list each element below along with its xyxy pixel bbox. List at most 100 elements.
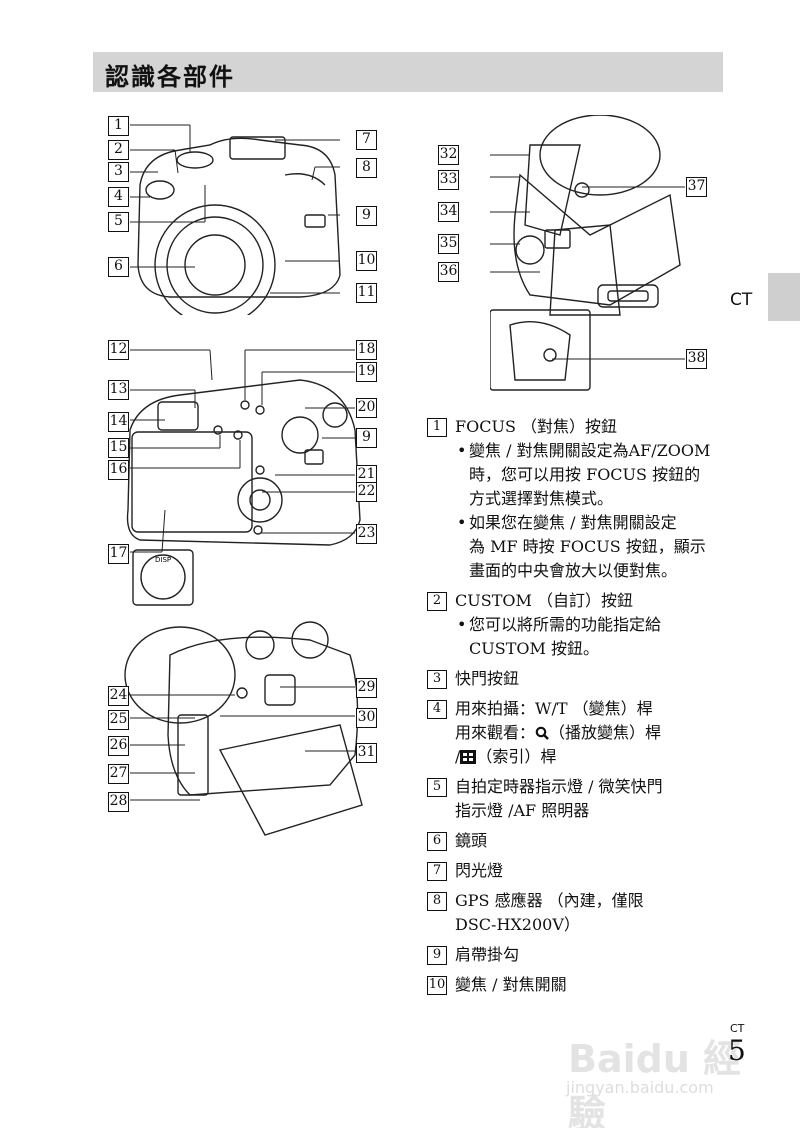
bullet-line: 方式選擇對焦模式。: [469, 489, 614, 508]
callout-3: 3: [108, 162, 129, 182]
bullet: 變焦 / 對焦開關設定為AF/ZOOM 時，您可以用按 FOCUS 按鈕的 方式…: [455, 439, 732, 511]
callout-8: 8: [356, 158, 377, 178]
item-label: FOCUS （對焦）按鈕: [455, 417, 617, 436]
callout-13: 13: [108, 380, 129, 400]
item-5: 5 自拍定時器指示燈 / 微笑快門 指示燈 /AF 照明器: [427, 775, 732, 823]
callout-25: 25: [108, 710, 129, 730]
item-number: 2: [427, 592, 447, 611]
callout-1: 1: [108, 116, 129, 136]
label-prefix: /: [455, 747, 461, 766]
callout-28: 28: [108, 792, 129, 812]
item-label: 閃光燈: [455, 861, 504, 880]
language-tab-label: CT: [730, 290, 753, 310]
bullet-line: 畫面的中央會放大以便對焦。: [469, 561, 678, 580]
dial-disp-label: DISP: [155, 556, 171, 564]
callout-9b: 9: [356, 428, 377, 448]
bullet-line: CUSTOM 按鈕。: [469, 639, 599, 658]
callout-14: 14: [108, 412, 129, 432]
item-number: 10: [427, 976, 447, 995]
parts-description-list: 1 FOCUS （對焦）按鈕 變焦 / 對焦開關設定為AF/ZOOM 時，您可以…: [427, 415, 732, 1003]
callout-2: 2: [108, 140, 129, 160]
item-number: 3: [427, 670, 447, 689]
callout-34: 34: [438, 202, 459, 222]
callout-18: 18: [356, 340, 377, 360]
bullet-line: 時，您可以用按 FOCUS 按鈕的: [469, 465, 701, 484]
callout-35: 35: [438, 234, 459, 254]
baidu-watermark: Baidu 經驗 jingyan.baidu.com: [560, 1010, 760, 1128]
item-label: CUSTOM （自訂）按鈕: [455, 591, 633, 610]
item-number: 6: [427, 832, 447, 851]
bullet-line: 如果您在變焦 / 對焦開關設定: [469, 513, 677, 532]
callout-19: 19: [356, 362, 377, 382]
callout-6: 6: [108, 257, 129, 277]
callout-7: 7: [356, 130, 377, 150]
callout-22: 22: [356, 482, 377, 502]
item-label: 自拍定時器指示燈 / 微笑快門: [455, 777, 663, 796]
callout-17: 17: [108, 544, 129, 564]
item-label: 變焦 / 對焦開關: [455, 975, 567, 994]
item-4: 4 用來拍攝：W/T （變焦）桿 用來觀看：（播放變焦）桿 /（索引）桿: [427, 697, 732, 769]
item-number: 7: [427, 862, 447, 881]
label-prefix: 用來觀看：: [455, 723, 536, 742]
callout-23: 23: [356, 524, 377, 544]
section-title-bar: 認識各部件: [93, 52, 723, 92]
index-grid-icon: [460, 750, 477, 764]
callout-11: 11: [356, 283, 377, 303]
callout-10: 10: [356, 251, 377, 271]
item-2: 2 CUSTOM （自訂）按鈕 您可以將所需的功能指定給 CUSTOM 按鈕。: [427, 589, 732, 661]
item-label: 肩帶掛勾: [455, 945, 520, 964]
callout-21: 21: [356, 465, 377, 485]
bullet-line: 變焦 / 對焦開關設定為AF/ZOOM: [469, 441, 711, 460]
item-label: GPS 感應器 （內建，僅限: [455, 891, 644, 910]
callout-38: 38: [686, 349, 707, 369]
watermark-logo: Baidu 經驗: [568, 1037, 742, 1128]
callout-29: 29: [356, 678, 377, 698]
bullet-line: 您可以將所需的功能指定給: [469, 615, 662, 634]
bullet: 您可以將所需的功能指定給 CUSTOM 按鈕。: [455, 613, 732, 661]
callout-36: 36: [438, 262, 459, 282]
watermark-url: jingyan.baidu.com: [566, 1078, 714, 1097]
callout-4: 4: [108, 187, 129, 207]
item-label-line2: 用來觀看： （播放變焦）桿: [455, 721, 732, 745]
camera-front-illustration: [100, 115, 390, 315]
footer-language-code: CT: [730, 1022, 745, 1035]
camera-bottom-illustration: [490, 115, 720, 395]
callout-37: 37: [686, 177, 707, 197]
callout-20: 20: [356, 398, 377, 418]
item-number: 9: [427, 946, 447, 965]
callout-16: 16: [108, 460, 129, 480]
callout-9: 9: [356, 206, 377, 226]
camera-back-illustration: DISP: [100, 340, 390, 610]
item-8: 8 GPS 感應器 （內建，僅限 DSC-HX200V）: [427, 889, 732, 937]
page-number: 5: [728, 1034, 746, 1067]
callout-27: 27: [108, 764, 129, 784]
item-label: 快門按鈕: [455, 669, 520, 688]
item-7: 7 閃光燈: [427, 859, 732, 883]
magnifier-icon: [535, 726, 549, 740]
item-1: 1 FOCUS （對焦）按鈕 變焦 / 對焦開關設定為AF/ZOOM 時，您可以…: [427, 415, 732, 583]
language-tab-marker: [768, 273, 800, 321]
bullet-line: 為 MF 時按 FOCUS 按鈕，顯示: [469, 537, 706, 556]
item-number: 5: [427, 778, 447, 797]
item-label: 指示燈 /AF 照明器: [455, 801, 590, 820]
item-3: 3 快門按鈕: [427, 667, 732, 691]
item-6: 6 鏡頭: [427, 829, 732, 853]
callout-26: 26: [108, 736, 129, 756]
item-number: 8: [427, 892, 447, 911]
item-number: 1: [427, 418, 447, 437]
item-label-line3: / （索引）桿: [455, 745, 732, 769]
callout-32: 32: [438, 145, 459, 165]
label-suffix: （播放變焦）桿: [549, 723, 662, 742]
callout-15: 15: [108, 438, 129, 458]
page-title: 認識各部件: [105, 63, 235, 91]
label-suffix: （索引）桿: [476, 747, 557, 766]
callout-33: 33: [438, 170, 459, 190]
callout-30: 30: [356, 708, 377, 728]
callout-24: 24: [108, 686, 129, 706]
item-9: 9 肩帶掛勾: [427, 943, 732, 967]
item-label: 鏡頭: [455, 831, 488, 850]
item-label: 用來拍攝：W/T （變焦）桿: [455, 699, 653, 718]
callout-5: 5: [108, 212, 129, 232]
camera-lcd-open-illustration: [100, 615, 390, 845]
bullet: 如果您在變焦 / 對焦開關設定 為 MF 時按 FOCUS 按鈕，顯示 畫面的中…: [455, 511, 732, 583]
